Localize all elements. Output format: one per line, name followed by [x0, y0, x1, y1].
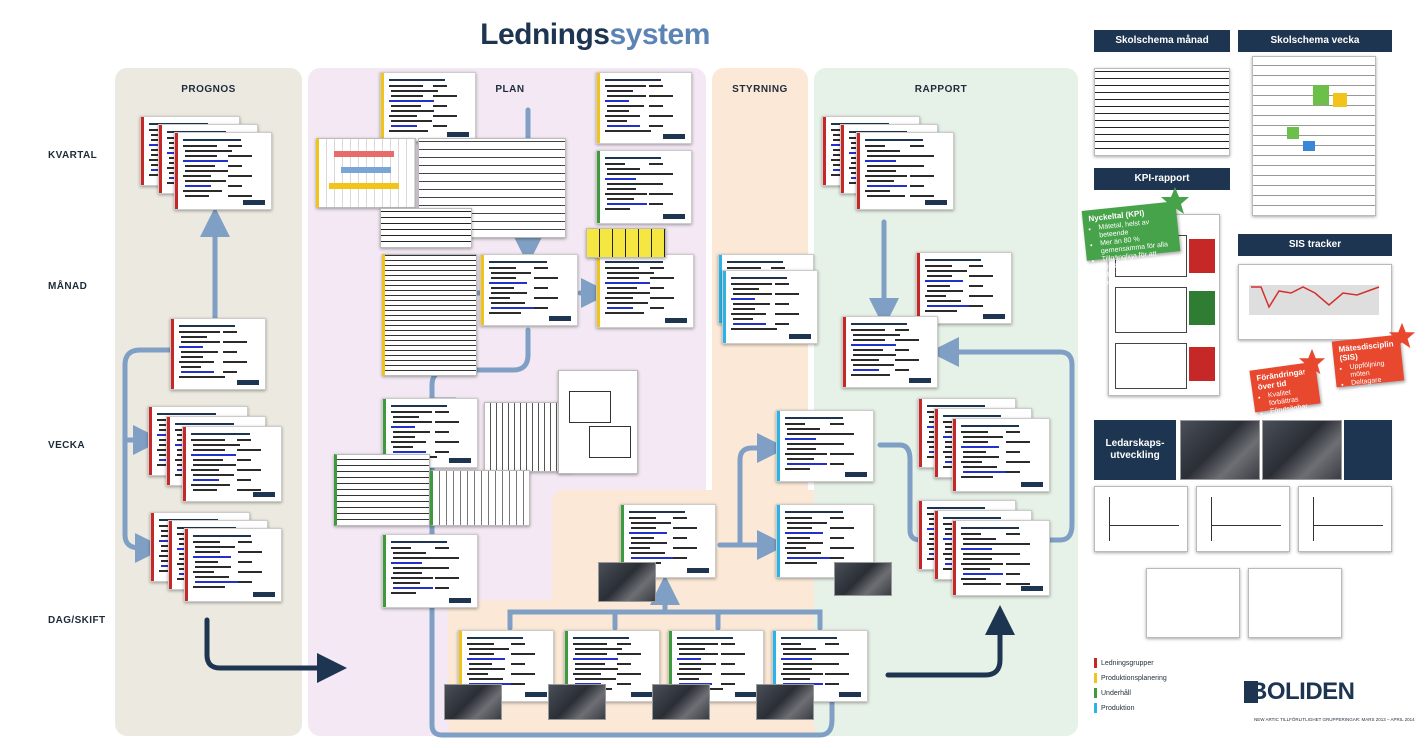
panel-header-sis-tracker: SIS tracker — [1238, 234, 1392, 256]
legend-item-ledningsgrupper: Ledningsgrupper — [1094, 658, 1167, 668]
star-red-icon-2 — [1298, 348, 1326, 375]
panel-header-kpi-rapport: KPI-rapport — [1094, 168, 1230, 190]
leadership-photo-2 — [1262, 420, 1342, 480]
legend-item-produktion: Produktion — [1094, 703, 1167, 713]
diagram-sheet — [558, 370, 638, 474]
document-thumbnail — [182, 426, 282, 502]
document-thumbnail — [596, 254, 694, 328]
panel-header-skolschema-vecka: Skolschema vecka — [1238, 30, 1392, 52]
document-thumbnail — [184, 528, 282, 602]
row-label-dag: DAG/SKIFT — [48, 615, 106, 626]
leadership-chart-3 — [1298, 486, 1392, 552]
star-green-icon — [1161, 187, 1189, 214]
sis-trend-line — [1249, 285, 1380, 315]
document-thumbnail — [722, 270, 818, 344]
ledarskap-header-fill — [1344, 420, 1392, 480]
document-thumbnail — [842, 316, 938, 388]
document-thumbnail — [380, 72, 476, 142]
panel-header-skolschema-manad: Skolschema månad — [1094, 30, 1230, 52]
meeting-photo-4 — [548, 684, 606, 720]
panel-ledarskapsutveckling: Ledarskaps-utveckling — [1094, 420, 1176, 480]
long-table-sheet — [382, 254, 477, 376]
column-header-rapport: RAPPORT — [914, 84, 968, 95]
leadership-photo-1 — [1180, 420, 1260, 480]
star-red-icon-1 — [1388, 322, 1416, 349]
row-label-vecka: VECKA — [48, 440, 86, 451]
column-header-plan: PLAN — [495, 84, 525, 95]
document-thumbnail — [952, 418, 1050, 492]
leadership-doc-1 — [1146, 568, 1240, 638]
leadership-chart-1 — [1094, 486, 1188, 552]
gantt-sheet — [316, 138, 416, 208]
document-thumbnail — [480, 254, 578, 326]
row-label-kvartal: KVARTAL — [48, 150, 98, 161]
row-label-manad: MÅNAD — [48, 281, 88, 292]
vecka-grid-right — [430, 470, 530, 526]
column-header-prognos: PROGNOS — [181, 84, 236, 95]
document-thumbnail — [596, 72, 692, 144]
sis-tracker-chart — [1238, 264, 1392, 340]
boliden-logo-icon — [1244, 681, 1258, 703]
meeting-photo-2 — [834, 562, 892, 596]
page-title: Ledningssystem — [480, 18, 710, 51]
document-thumbnail — [856, 132, 954, 210]
legend: Ledningsgrupper Produktionsplanering Und… — [1094, 658, 1167, 713]
yellow-grid-sheet — [586, 228, 666, 258]
document-thumbnail — [916, 252, 1012, 324]
meeting-photo-6 — [756, 684, 814, 720]
boliden-logo: BOLIDEN — [1250, 678, 1355, 705]
meeting-photo-1 — [598, 562, 656, 602]
meeting-photo-3 — [444, 684, 502, 720]
meeting-photo-5 — [652, 684, 710, 720]
document-thumbnail — [382, 534, 478, 608]
legend-item-produktionsplanering: Produktionsplanering — [1094, 673, 1167, 683]
vecka-grid-left — [334, 454, 430, 526]
leadership-doc-2 — [1248, 568, 1342, 638]
skolschema-manad-sheet — [1094, 68, 1230, 156]
dark-grid-sheet — [380, 208, 472, 248]
document-thumbnail — [170, 318, 266, 390]
column-header-styrning: STYRNING — [732, 84, 788, 95]
footnote: NEW ARTIC TILLFÖRLITLIGHET GRUPPERINGAR:… — [1254, 717, 1415, 722]
legend-item-underhall: Underhåll — [1094, 688, 1167, 698]
weekly-grid-sheet — [484, 402, 572, 472]
document-thumbnail — [174, 132, 272, 210]
document-thumbnail — [458, 630, 554, 702]
document-thumbnail — [776, 504, 874, 578]
document-thumbnail — [596, 150, 692, 224]
leadership-chart-2 — [1196, 486, 1290, 552]
skolschema-vecka-sheet — [1252, 56, 1376, 216]
document-thumbnail — [776, 410, 874, 482]
document-thumbnail — [952, 520, 1050, 596]
